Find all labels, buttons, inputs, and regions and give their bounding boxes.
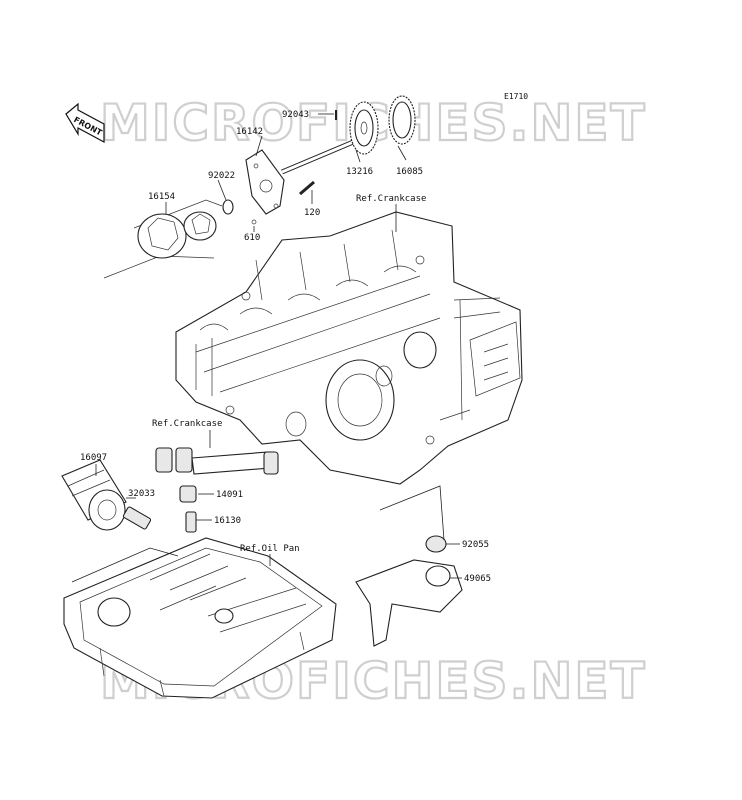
- part-label-49065: 49065: [464, 574, 491, 584]
- diagram-code: E1710: [504, 92, 528, 101]
- part-label-16085: 16085: [396, 167, 423, 177]
- oil-pipe-group: [155, 447, 279, 533]
- oil-pump-rotor-group: [103, 199, 223, 279]
- part-label-16154: 16154: [148, 192, 175, 202]
- part-label-14091: 14091: [216, 490, 243, 500]
- part-label-ref-crankcase-top: Ref.Crankcase: [356, 194, 426, 204]
- leader-lines: [71, 113, 462, 583]
- part-label-16142: 16142: [236, 127, 263, 137]
- oil-strainer-group: [355, 535, 463, 647]
- part-label-13216: 13216: [346, 167, 373, 177]
- part-label-120: 120: [304, 208, 320, 218]
- front-arrow-icon: FRONT: [65, 102, 105, 144]
- part-label-ref-oil-pan: Ref.Oil Pan: [240, 544, 300, 554]
- part-label-92055: 92055: [462, 540, 489, 550]
- part-label-92043: 92043: [282, 110, 309, 120]
- part-label-ref-crankcase-mid: Ref.Crankcase: [152, 419, 222, 429]
- part-label-610: 610: [244, 233, 260, 243]
- part-label-16130: 16130: [214, 516, 241, 526]
- oil-filter-group: [61, 459, 152, 531]
- oil-pump-shaft-group: [222, 95, 416, 225]
- part-label-92022: 92022: [208, 171, 235, 181]
- oil-pan: [63, 537, 337, 699]
- part-label-16097: 16097: [80, 453, 107, 463]
- crankcase: [175, 211, 523, 485]
- part-label-32033: 32033: [128, 489, 155, 499]
